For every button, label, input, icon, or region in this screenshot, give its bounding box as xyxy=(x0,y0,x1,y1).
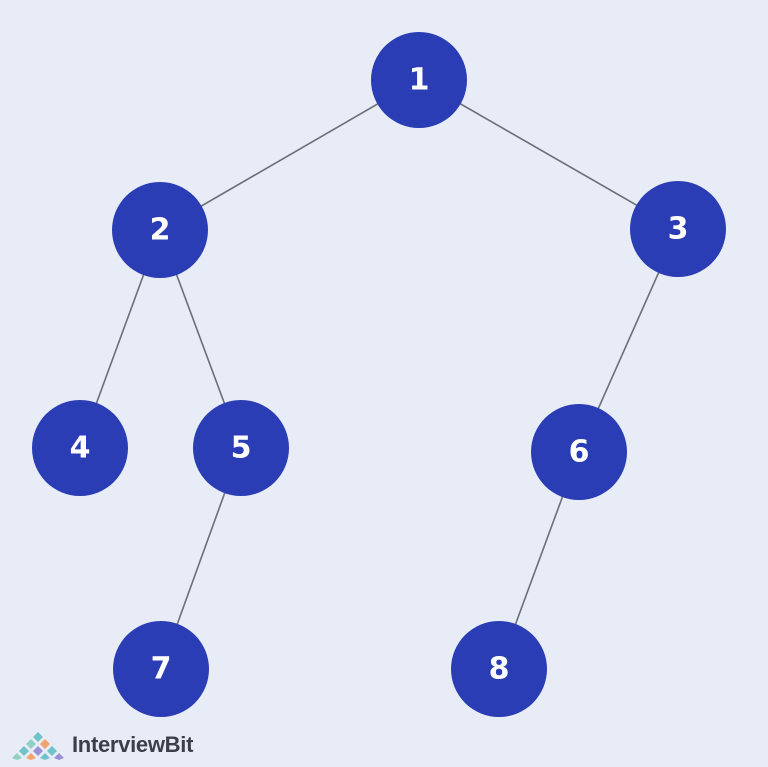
edge-1-2 xyxy=(159,79,420,231)
node-circle xyxy=(32,400,128,496)
tree-edges xyxy=(79,79,679,670)
tree-nodes: 1 2 3 4 5 6 7 8 xyxy=(32,32,726,717)
tree-node-7: 7 xyxy=(113,621,209,717)
logo-text: InterviewBit xyxy=(72,732,194,757)
node-circle xyxy=(630,181,726,277)
edge-1-3 xyxy=(418,79,679,230)
interviewbit-logo: InterviewBit xyxy=(10,727,193,763)
node-label: 7 xyxy=(151,652,172,687)
tree-node-6: 6 xyxy=(531,404,627,500)
node-label: 4 xyxy=(70,431,91,466)
tree-node-5: 5 xyxy=(193,400,289,496)
node-label: 6 xyxy=(569,435,590,470)
node-circle xyxy=(193,400,289,496)
node-circle xyxy=(531,404,627,500)
node-circle xyxy=(113,621,209,717)
tree-node-3: 3 xyxy=(630,181,726,277)
node-label: 8 xyxy=(489,652,510,687)
tree-node-2: 2 xyxy=(112,182,208,278)
node-label: 1 xyxy=(409,63,430,98)
node-label: 5 xyxy=(231,431,252,466)
node-circle xyxy=(451,621,547,717)
node-circle xyxy=(112,182,208,278)
tree-node-4: 4 xyxy=(32,400,128,496)
node-circle xyxy=(371,32,467,128)
interviewbit-logo-icon xyxy=(12,732,64,760)
tree-node-8: 8 xyxy=(451,621,547,717)
node-label: 3 xyxy=(668,212,689,247)
node-label: 2 xyxy=(150,213,171,248)
tree-node-1: 1 xyxy=(371,32,467,128)
